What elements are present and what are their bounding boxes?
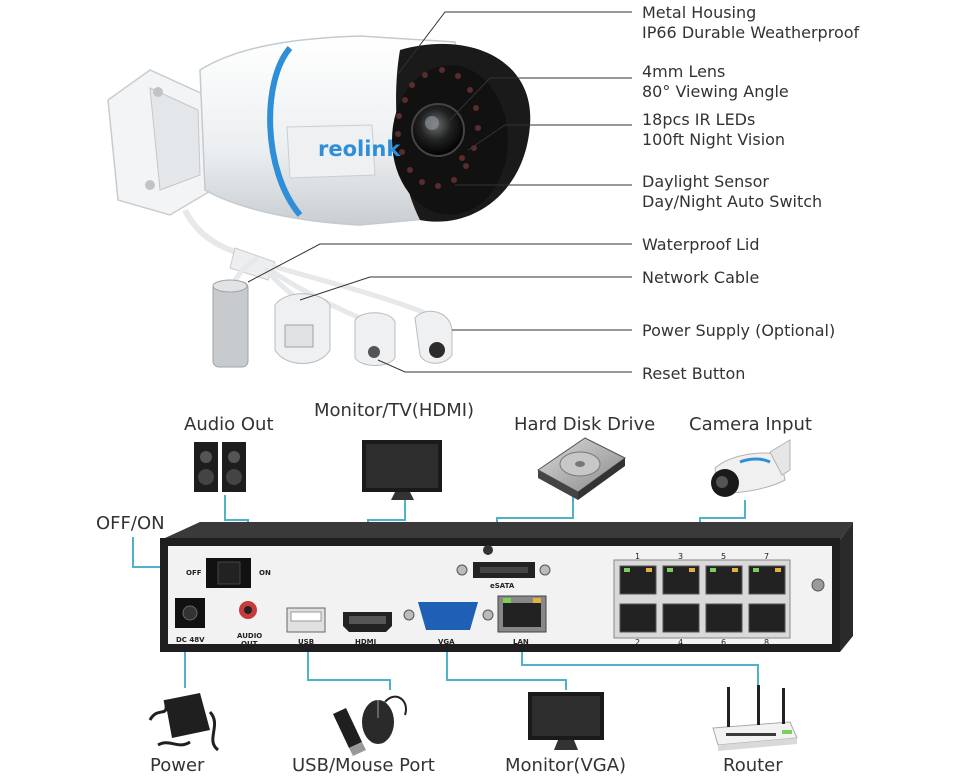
switch-on-label: ON bbox=[259, 569, 271, 577]
ground-screw-icon bbox=[811, 578, 825, 592]
waterproof-lid bbox=[212, 281, 249, 368]
label-usb-mouse: USB/Mouse Port bbox=[292, 755, 435, 776]
port-number: 4 bbox=[678, 638, 683, 647]
port-number: 8 bbox=[764, 638, 769, 647]
port-number: 2 bbox=[635, 638, 640, 647]
logo-plate bbox=[286, 124, 376, 179]
label-hard-disk: Hard Disk Drive bbox=[514, 414, 656, 435]
callout-metal-housing: Metal Housing IP66 Durable Weatherproof bbox=[642, 3, 859, 43]
hdmi-label: HDMI bbox=[355, 638, 376, 646]
brand-logo: reolink bbox=[318, 137, 401, 161]
mount-screw-icon bbox=[145, 180, 155, 190]
callout-subtitle: 80° Viewing Angle bbox=[642, 82, 789, 101]
callout-waterproof-lid: Waterproof Lid bbox=[642, 235, 760, 254]
label-router: Router bbox=[723, 755, 783, 776]
label-audio-out: Audio Out bbox=[184, 414, 274, 435]
vga-label: VGA bbox=[438, 638, 455, 646]
esata-label: eSATA bbox=[490, 582, 515, 590]
callout-title: 18pcs IR LEDs bbox=[642, 110, 756, 129]
tv-monitor-icon bbox=[362, 440, 442, 500]
callout-subtitle: 100ft Night Vision bbox=[642, 130, 786, 149]
power-adapter-icon bbox=[148, 693, 220, 752]
nvr-recorder: OFF ON DC 48V AUDIO OUT USB HDMI VGA eSA… bbox=[160, 522, 853, 652]
callout-title: Metal Housing bbox=[642, 3, 757, 22]
callout-subtitle: Day/Night Auto Switch bbox=[642, 192, 823, 211]
label-power: Power bbox=[150, 755, 205, 776]
dc-label: DC 48V bbox=[176, 636, 205, 644]
label-camera-input: Camera Input bbox=[689, 414, 812, 435]
power-jack-icon bbox=[429, 342, 445, 358]
label-monitor-vga: Monitor(VGA) bbox=[505, 755, 627, 776]
port-number: 3 bbox=[678, 552, 683, 561]
vga-port bbox=[418, 602, 478, 630]
lan-label: LAN bbox=[513, 638, 529, 646]
label-monitor-hdmi: Monitor/TV(HDMI) bbox=[314, 400, 475, 421]
mount-screw-icon bbox=[153, 87, 163, 97]
reset-button-connector bbox=[354, 312, 396, 366]
ir-leds bbox=[395, 67, 481, 189]
port-number: 5 bbox=[721, 552, 726, 561]
lens-reflection bbox=[425, 116, 439, 130]
camera-callout-lines bbox=[247, 11, 632, 373]
callout-daylight-sensor: Daylight Sensor Day/Night Auto Switch bbox=[642, 172, 822, 212]
label-off-on: OFF/ON bbox=[96, 513, 165, 534]
audio-label: AUDIO bbox=[237, 632, 262, 640]
switch-off-label: OFF bbox=[186, 569, 202, 577]
bullet-camera: reolink bbox=[107, 35, 531, 368]
port-number: 7 bbox=[764, 552, 769, 561]
reset-button-icon bbox=[368, 346, 380, 358]
camera-lens-icon bbox=[411, 103, 465, 157]
vga-monitor-icon bbox=[528, 692, 604, 750]
port-number: 6 bbox=[721, 638, 726, 647]
camera-blue-ring bbox=[267, 46, 303, 217]
router-icon bbox=[712, 685, 798, 751]
callout-network-cable: Network Cable bbox=[642, 268, 760, 287]
callout-reset-button: Reset Button bbox=[642, 364, 746, 383]
usb-mouse-icon bbox=[333, 695, 407, 756]
poe-ports bbox=[619, 565, 786, 633]
security-camera-icon bbox=[711, 439, 791, 497]
hard-disk-icon bbox=[537, 437, 626, 500]
callout-ir-leds: 18pcs IR LEDs 100ft Night Vision bbox=[642, 110, 785, 150]
port-number: 1 bbox=[635, 552, 640, 561]
camera-mount-arm bbox=[149, 87, 201, 191]
callout-subtitle: IP66 Durable Weatherproof bbox=[642, 23, 860, 42]
speaker-icon bbox=[194, 442, 246, 492]
callout-title: Daylight Sensor bbox=[642, 172, 769, 191]
audio-label-2: OUT bbox=[241, 640, 258, 648]
usb-label: USB bbox=[298, 638, 314, 646]
callout-power-supply: Power Supply (Optional) bbox=[642, 321, 836, 340]
callout-title: 4mm Lens bbox=[642, 62, 726, 81]
callout-lens: 4mm Lens 80° Viewing Angle bbox=[642, 62, 789, 102]
callout-line-housing bbox=[397, 11, 632, 75]
